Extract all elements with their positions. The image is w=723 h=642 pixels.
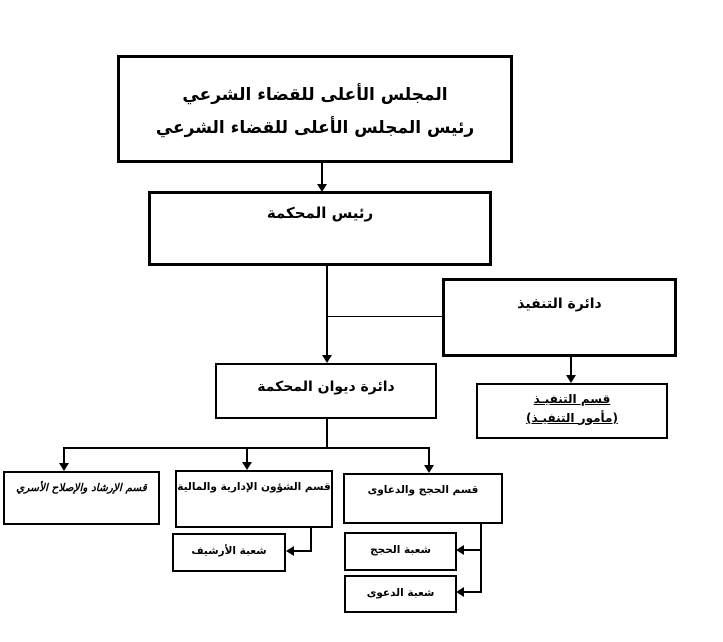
node-court-diwan-department: دائرة ديوان المحكمة bbox=[215, 363, 437, 419]
node-archive-division-label: شعبة الأرشيف bbox=[191, 545, 267, 557]
node-deeds-division: شعبة الحجج bbox=[344, 532, 457, 571]
connector-supreme-to-president bbox=[321, 163, 323, 186]
arrowhead-down-icon bbox=[322, 355, 332, 363]
connector-drop-deeds-lawsuits bbox=[428, 447, 430, 466]
node-court-diwan-department-label: دائرة ديوان المحكمة bbox=[257, 379, 395, 395]
node-guidance-family-reform-section-label: قسم الإرشاد والإصلاح الأسري bbox=[16, 482, 147, 494]
connector-admin-to-archive-horizontal bbox=[294, 550, 312, 552]
arrowhead-down-icon bbox=[242, 462, 252, 470]
node-supreme-council-line2: رئيس المجلس الأعلى للقضاء الشرعي bbox=[155, 118, 475, 139]
connector-diwan-stub bbox=[326, 419, 328, 448]
arrowhead-down-icon bbox=[424, 465, 434, 473]
arrowhead-down-icon bbox=[317, 184, 327, 192]
node-court-president-label: رئيس المحكمة bbox=[266, 204, 374, 222]
node-guidance-family-reform-section: قسم الإرشاد والإصلاح الأسري bbox=[3, 471, 160, 525]
connector-admin-to-archive-vertical bbox=[310, 528, 312, 552]
node-lawsuit-division: شعبة الدعوى bbox=[344, 575, 457, 613]
node-deeds-lawsuits-section: قسم الحجج والدعاوى bbox=[343, 473, 503, 524]
arrowhead-down-icon bbox=[566, 375, 576, 383]
arrowhead-down-icon bbox=[59, 463, 69, 471]
arrowhead-left-icon bbox=[456, 587, 464, 597]
node-admin-financial-affairs-section-label: قسم الشؤون الإدارية والمالية bbox=[177, 481, 331, 493]
connector-president-to-execution-department bbox=[327, 316, 442, 317]
node-execution-department-label: دائرة التنفيذ bbox=[517, 296, 602, 312]
connector-deeds-lawsuits-vertical bbox=[480, 524, 482, 593]
node-deeds-lawsuits-section-label: قسم الحجج والدعاوى bbox=[367, 484, 479, 496]
connector-president-to-diwan bbox=[326, 266, 328, 356]
node-supreme-council: المجلس الأعلى للقضاء الشرعي رئيس المجلس … bbox=[117, 55, 513, 163]
node-execution-section: قسم التنفيـذ (مأمور التنفيـذ) bbox=[476, 383, 668, 439]
arrowhead-left-icon bbox=[456, 545, 464, 555]
arrowhead-left-icon bbox=[286, 546, 294, 556]
node-archive-division: شعبة الأرشيف bbox=[172, 533, 286, 572]
node-execution-section-line1: قسم التنفيـذ bbox=[533, 392, 611, 406]
node-court-president: رئيس المحكمة bbox=[148, 191, 492, 266]
connector-to-lawsuit-division bbox=[464, 591, 482, 593]
node-execution-section-line2: (مأمور التنفيـذ) bbox=[526, 410, 618, 425]
node-supreme-council-line1: المجلس الأعلى للقضاء الشرعي bbox=[182, 85, 448, 105]
node-lawsuit-division-label: شعبة الدعوى bbox=[366, 587, 435, 599]
connector-execution-department-to-section bbox=[570, 357, 572, 376]
connector-drop-admin bbox=[246, 447, 248, 463]
connector-to-deeds-division bbox=[464, 549, 482, 551]
node-execution-department: دائرة التنفيذ bbox=[442, 278, 677, 357]
connector-drop-guidance bbox=[63, 447, 65, 464]
node-admin-financial-affairs-section: قسم الشؤون الإدارية والمالية bbox=[175, 470, 333, 528]
node-deeds-division-label: شعبة الحجج bbox=[370, 544, 431, 556]
